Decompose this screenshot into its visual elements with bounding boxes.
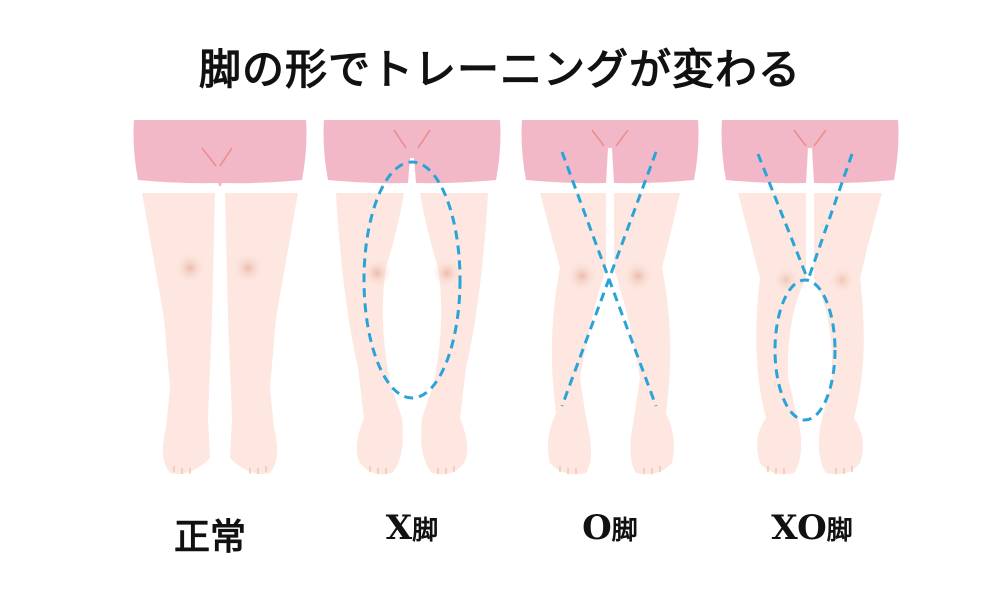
guide-line-left <box>756 153 810 281</box>
label-latin: XO <box>771 508 827 548</box>
legs-illustration <box>133 120 307 474</box>
figure-xo-legs <box>720 118 900 488</box>
legs-illustration <box>721 120 899 475</box>
figure-normal-legs <box>130 118 310 488</box>
shorts <box>323 120 501 184</box>
label-latin: O <box>582 508 612 548</box>
figure-o-legs <box>520 118 700 488</box>
shorts <box>721 120 899 184</box>
label-latin: X <box>385 508 413 548</box>
shorts <box>133 120 307 187</box>
figure-x-legs <box>322 118 502 488</box>
guide-line-right <box>806 153 854 281</box>
legs-illustration <box>521 120 699 475</box>
guide-line-right <box>560 151 658 407</box>
label-kanji: 脚 <box>611 516 638 546</box>
guide-ellipse <box>773 278 837 422</box>
label-text: 正常 <box>173 516 246 558</box>
label-kanji: 脚 <box>412 516 439 546</box>
legs-illustration <box>323 120 501 475</box>
label-normal: 正常 <box>120 508 300 560</box>
page-title: 脚の形でトレーニングが変わる <box>198 45 801 94</box>
shorts <box>521 120 699 184</box>
label-o-leg: O脚 <box>520 508 700 548</box>
label-xo-leg: XO脚 <box>722 508 902 548</box>
label-x-leg: X脚 <box>322 508 502 548</box>
label-kanji: 脚 <box>826 516 853 546</box>
guide-ellipse <box>362 160 462 400</box>
